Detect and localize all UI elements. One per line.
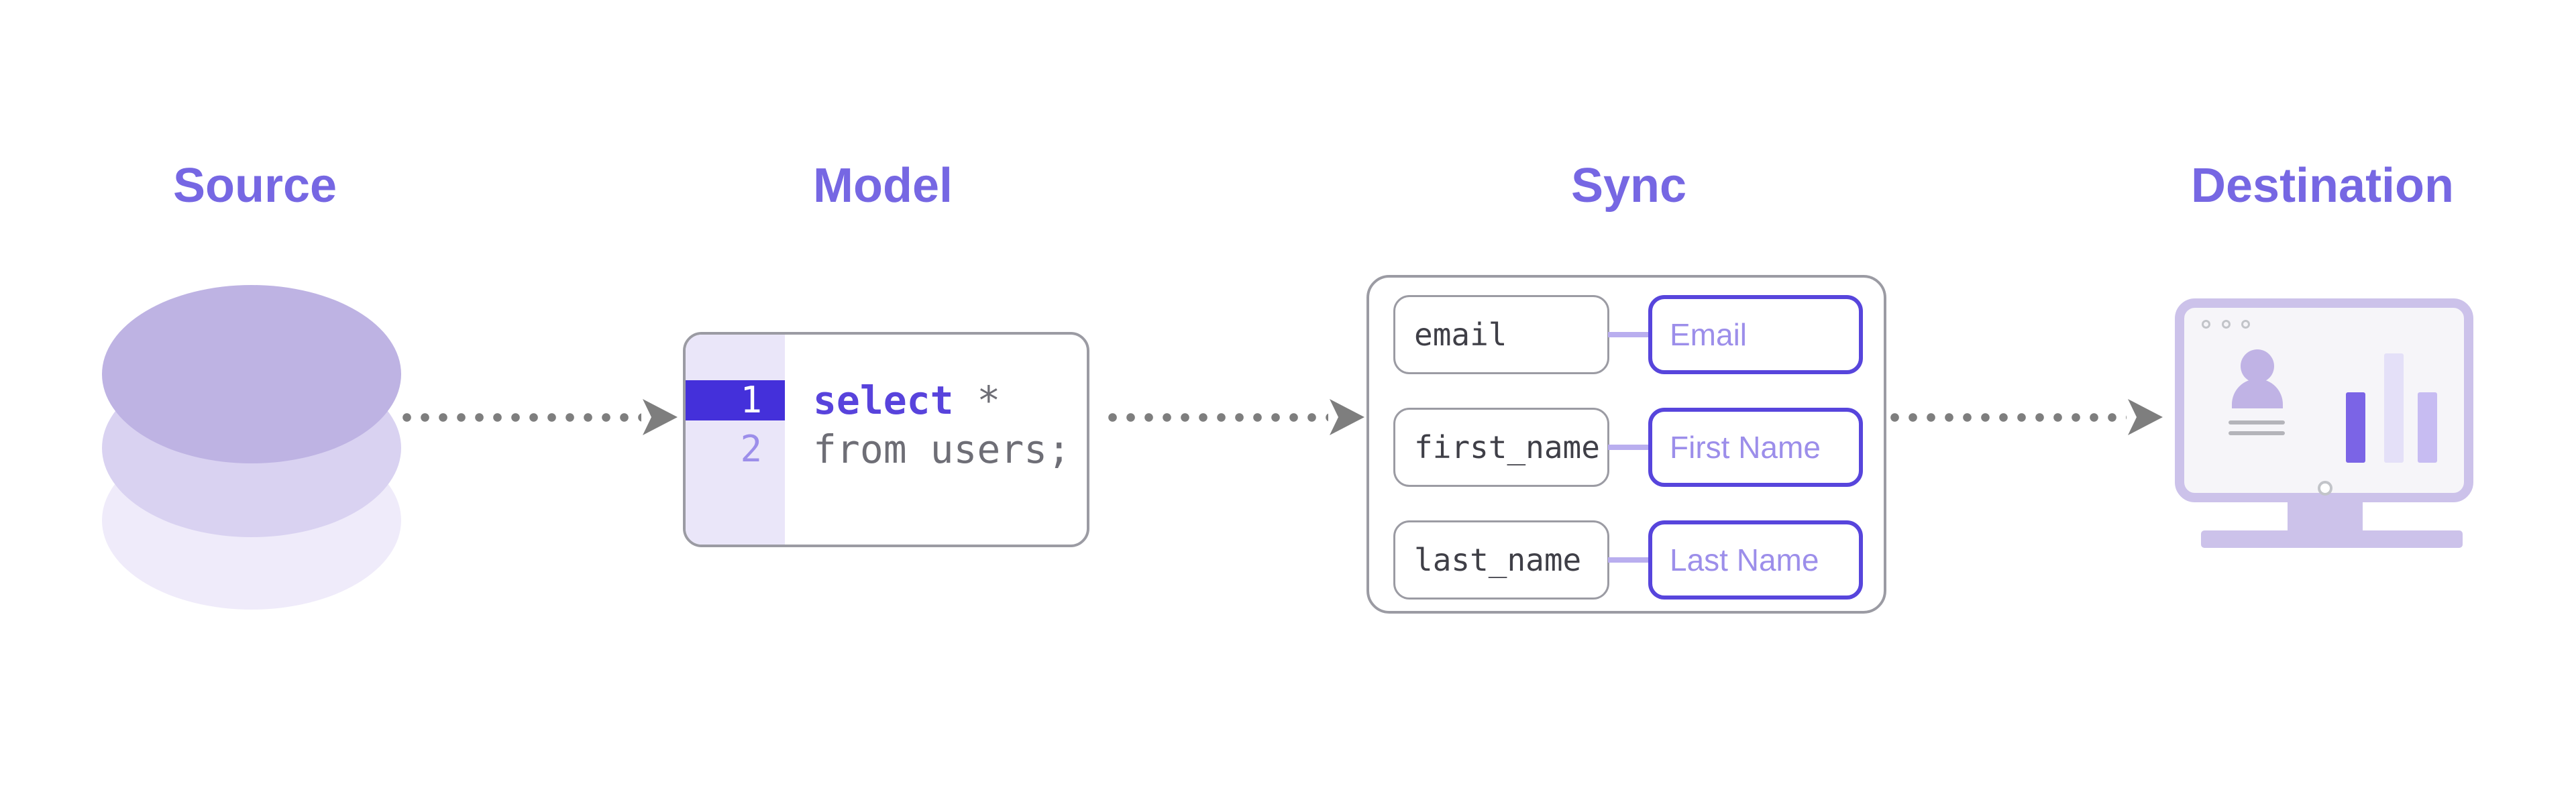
- monitor-stand-neck: [2288, 501, 2363, 532]
- window-dot-icon: [2202, 320, 2210, 329]
- mapping-row-first-name: first_name First Name: [1369, 408, 1884, 487]
- destination-field-pill: Email: [1648, 295, 1863, 374]
- dotted-arrow-line-1: [402, 413, 641, 422]
- database-icon: [102, 285, 401, 610]
- destination-field-pill: First Name: [1648, 408, 1863, 487]
- line-number-2: 2: [740, 428, 762, 470]
- chart-bar-icon: [2346, 392, 2365, 463]
- code-gutter: [686, 335, 785, 545]
- mapping-connector: [1608, 332, 1650, 337]
- text-placeholder-line: [2229, 431, 2285, 435]
- code-line-2: from users;: [813, 429, 1071, 469]
- monitor-stand-base: [2201, 530, 2463, 548]
- chart-bar-icon: [2384, 353, 2404, 463]
- dotted-arrow-line-2: [1108, 413, 1328, 422]
- model-code-box: 1 2 select * from users;: [683, 332, 1089, 547]
- window-dot-icon: [2222, 320, 2231, 329]
- arrowhead-icon-2: [1330, 399, 1364, 435]
- user-avatar-icon: [2241, 349, 2274, 383]
- stage-label-model: Model: [813, 159, 953, 213]
- mapping-connector: [1608, 557, 1650, 563]
- monitor-dashboard-icon: [2175, 298, 2473, 548]
- window-dot-icon: [2241, 320, 2250, 329]
- chart-bar-icon: [2418, 392, 2437, 463]
- stage-label-sync: Sync: [1570, 159, 1687, 213]
- sql-keyword: select: [813, 378, 954, 423]
- text-placeholder-line: [2229, 420, 2285, 424]
- source-field-pill: first_name: [1393, 408, 1609, 487]
- mapping-row-last-name: last_name Last Name: [1369, 520, 1884, 600]
- sql-plain: from users;: [813, 427, 1071, 472]
- mapping-row-email: email Email: [1369, 295, 1884, 374]
- dotted-arrow-line-3: [1890, 413, 2127, 422]
- arrowhead-icon-1: [643, 399, 678, 435]
- database-disk-top: [102, 285, 401, 463]
- stage-label-source: Source: [172, 159, 337, 213]
- sql-plain: *: [953, 378, 1001, 423]
- destination-field-pill: Last Name: [1648, 520, 1863, 600]
- source-field-pill: last_name: [1393, 520, 1609, 600]
- monitor-camera-dot-icon: [2318, 481, 2332, 496]
- sync-mapping-box: email Email first_name First Name last_n…: [1366, 275, 1886, 614]
- mapping-connector: [1608, 445, 1650, 450]
- line-number-1: 1: [686, 380, 785, 420]
- source-field-pill: email: [1393, 295, 1609, 374]
- code-line-1: select *: [813, 380, 1000, 420]
- arrowhead-icon-3: [2128, 399, 2163, 435]
- stage-label-destination: Destination: [2190, 159, 2455, 213]
